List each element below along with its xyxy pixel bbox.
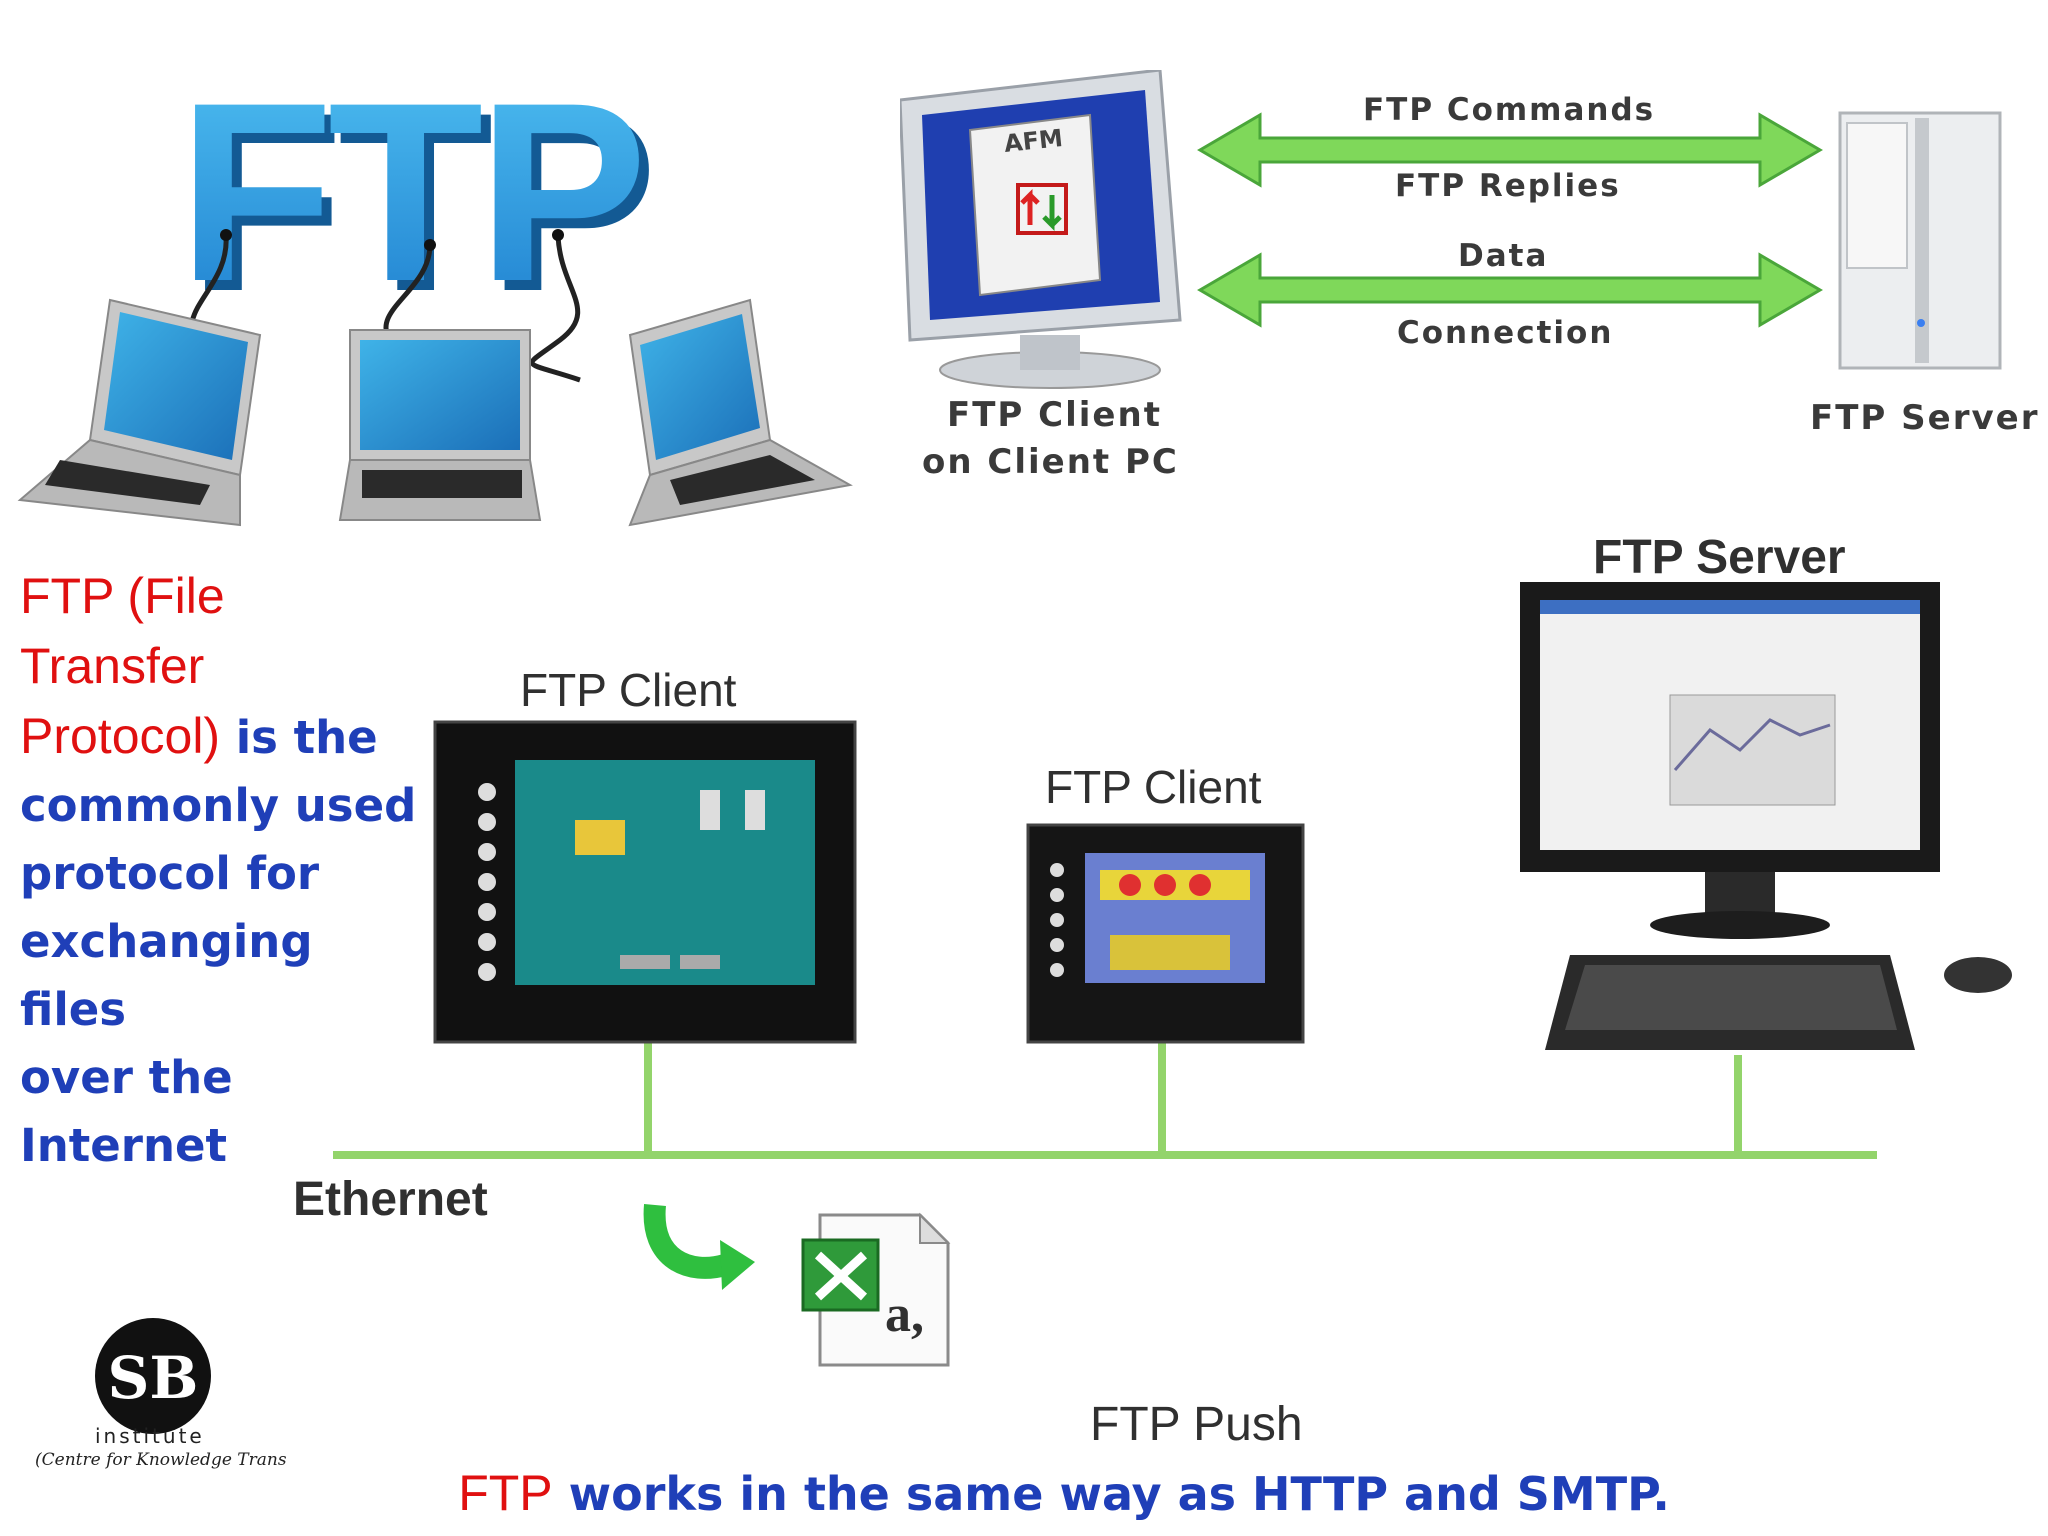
file-letter: a, [885,1286,924,1343]
desc-line: commonly used [20,779,417,832]
footer-blue: works in the same way as HTTP and SMTP. [552,1467,1670,1521]
network-server-label: FTP Server [1593,531,1846,584]
desc-line: Internet [20,1119,228,1172]
ftp-description: FTP (File Transfer Protocol) is the comm… [20,562,420,1180]
hmi-panel-large-icon [433,720,857,1044]
desc-red-line1: FTP (File [20,568,225,624]
svg-text:SB: SB [108,1344,199,1412]
client-pc-label: on Client PC [922,442,1179,482]
desc-red-line2: Transfer [20,638,205,694]
ethernet-label: Ethernet [293,1173,488,1226]
ftp-server-label-top: FTP Server [1810,398,2040,438]
desc-line: protocol for [20,847,320,900]
footer-text: FTP works in the same way as HTTP and SM… [0,1464,2048,1522]
push-arrow-icon [643,1204,729,1279]
desc-blue-inline: is the [220,711,378,764]
footer-red: FTP [458,1465,553,1521]
svg-text:FTP: FTP [188,60,652,345]
ftp-commands-label: FTP Commands [1363,92,1656,128]
hmi-panel-small-icon [1026,823,1305,1044]
ftp-client-label: FTP Client [947,395,1162,435]
excel-file-icon [801,1212,951,1367]
laptop-icon [338,329,542,521]
network-client1-label: FTP Client [520,664,737,716]
connection-label: Connection [1397,315,1614,351]
desc-line: exchanging files [20,915,313,1036]
server-tower-icon [1838,111,2002,370]
ftp-commands-arrow [1197,112,1823,188]
laptop-icon [628,298,853,527]
network-client2-label: FTP Client [1045,761,1262,813]
afm-label: AFM [1003,124,1064,158]
client-pc-icon: AFM [900,70,1182,389]
sb-institute-logo: SB [95,1318,211,1434]
connection-arrows [1197,112,1823,328]
laptop-icon [17,298,262,527]
ftp-push-label: FTP Push [1090,1398,1303,1451]
ftp-network-illustration: FTP FTP [17,60,853,527]
server-pc-icon [1520,582,2012,1050]
logo-tagline: (Centre for Knowledge Trans [35,1450,287,1470]
ftp-replies-label: FTP Replies [1395,168,1621,204]
data-connection-arrow [1197,252,1823,328]
data-label: Data [1458,238,1549,274]
desc-red-line3: Protocol) [20,708,221,764]
logo-name: institute [95,1424,205,1448]
desc-line: over the [20,1051,233,1104]
